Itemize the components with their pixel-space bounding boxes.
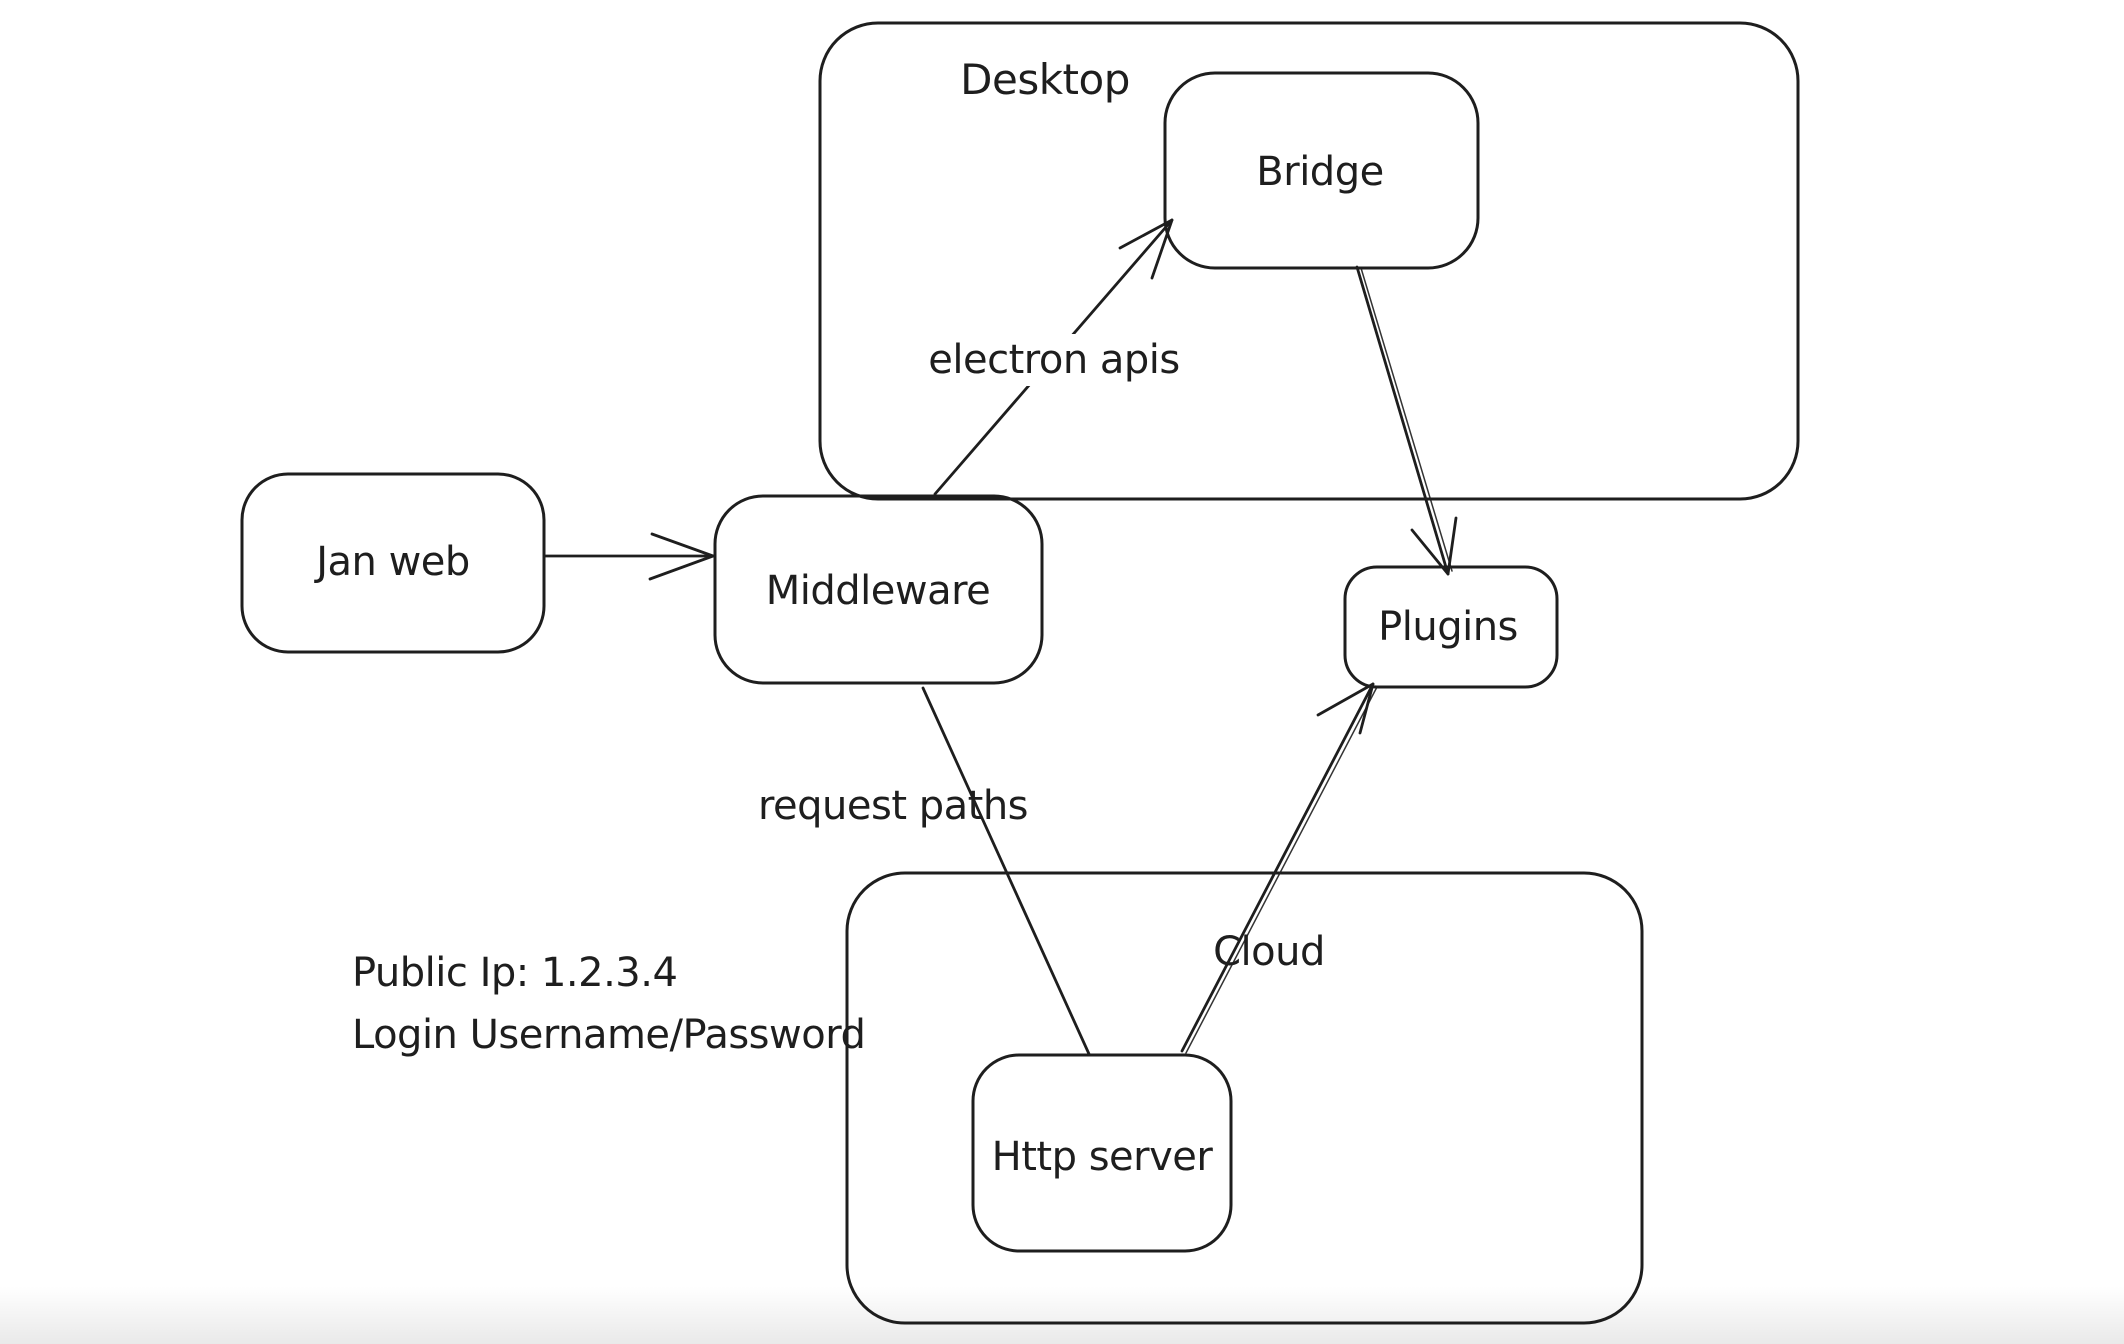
request-paths-edge-label: request paths: [757, 783, 1029, 829]
arrow-httpserver-to-plugins: [1180, 682, 1375, 1053]
credentials-note-line2: Login Username/Password: [352, 1012, 866, 1058]
line-middleware-to-httpserver: [921, 686, 1091, 1056]
arrowhead-middleware-to-bridge: [1118, 218, 1174, 280]
middleware-box: [713, 494, 1044, 685]
http-server-box: [971, 1053, 1233, 1253]
arrow-bridge-to-plugins-sketch-stroke: [1360, 267, 1453, 572]
cloud-container-box: [845, 871, 1644, 1325]
cloud-container-label: Cloud: [1213, 929, 1325, 975]
middleware-label: Middleware: [765, 568, 991, 614]
bridge-box: [1163, 71, 1480, 270]
credentials-note-line1: Public Ip: 1.2.3.4: [352, 950, 678, 996]
arrowhead-bridge-to-plugins: [1410, 516, 1458, 576]
arrowhead-httpserver-to-plugins: [1316, 682, 1375, 735]
arrowhead-janweb-to-middleware: [648, 532, 715, 581]
http-server-label: Http server: [991, 1134, 1213, 1180]
jan-web-box: [240, 472, 546, 654]
electron-apis-edge-label: electron apis: [916, 334, 1192, 386]
desktop-container-box: [818, 21, 1800, 501]
jan-web-label: Jan web: [316, 539, 470, 585]
arrow-bridge-to-plugins: [1355, 265, 1450, 576]
credentials-note: Public Ip: 1.2.3.4 Login Username/Passwo…: [352, 942, 866, 1066]
plugins-label: Plugins: [1378, 604, 1518, 650]
bridge-label: Bridge: [1256, 149, 1384, 195]
arrow-httpserver-to-plugins-sketch-stroke: [1185, 686, 1378, 1054]
desktop-container-label: Desktop: [960, 55, 1130, 104]
